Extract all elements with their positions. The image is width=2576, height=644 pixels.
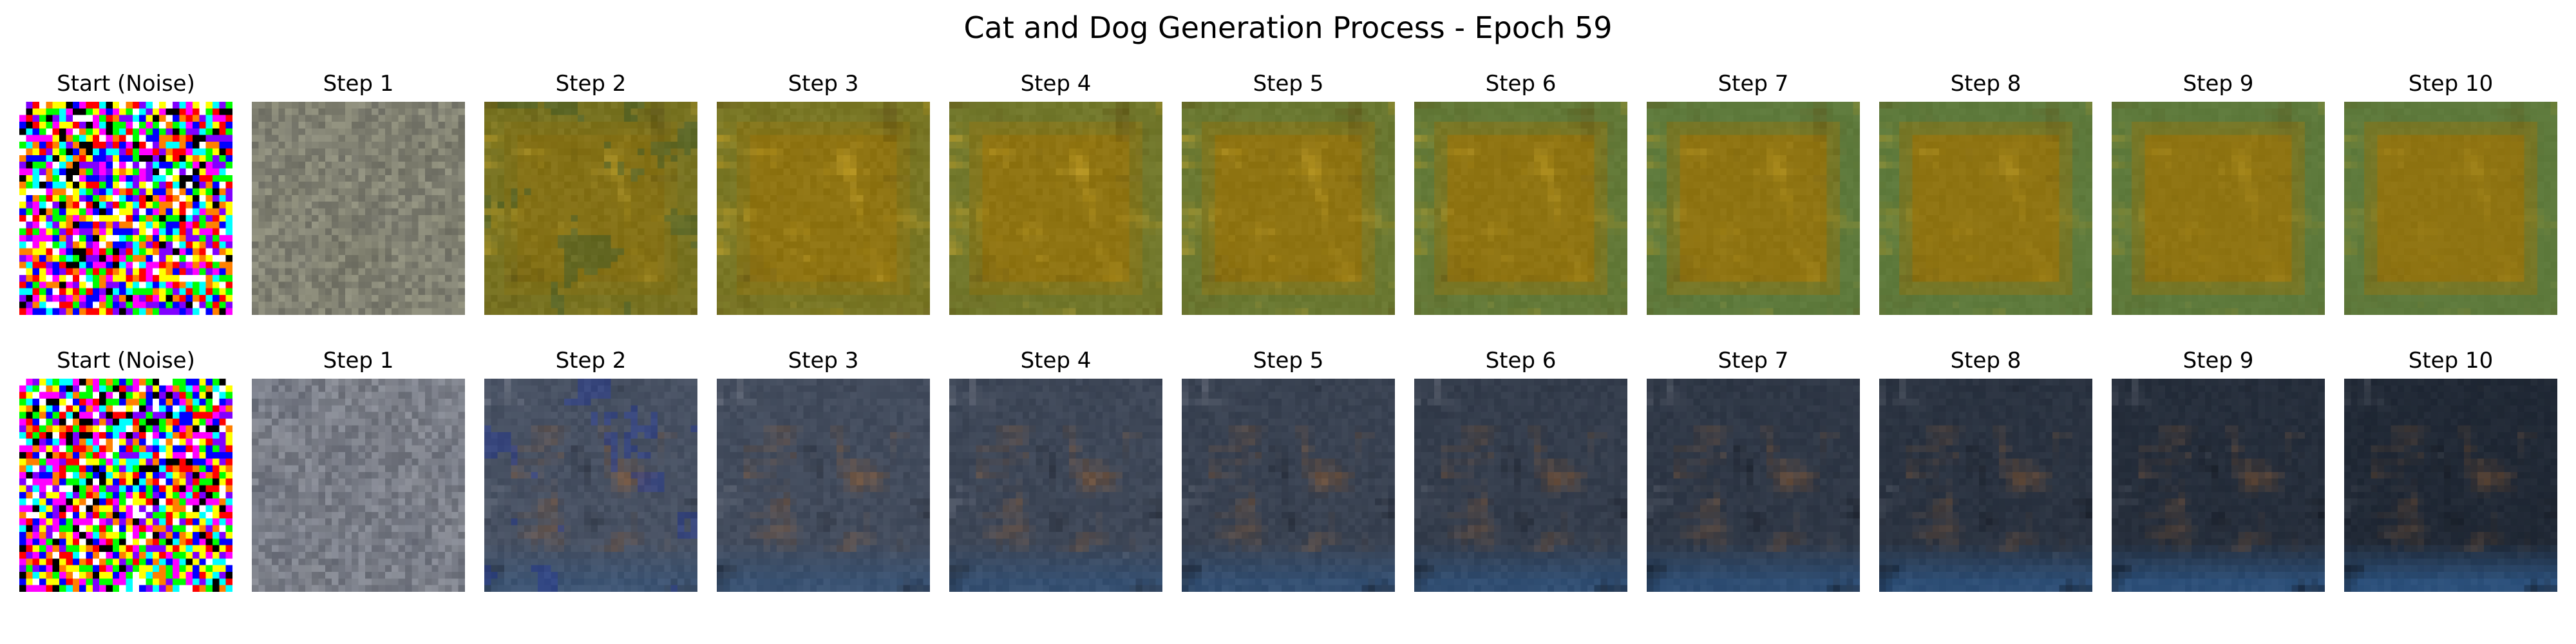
generated-image — [1182, 379, 1395, 592]
generated-image — [717, 102, 930, 315]
panel-step-9: Step 9 — [2112, 70, 2325, 327]
generated-image — [252, 102, 465, 315]
panel-step-3: Step 3 — [717, 346, 930, 604]
panel-step-1: Step 1 — [252, 346, 465, 604]
generated-image — [949, 379, 1162, 592]
panel-title: Step 1 — [323, 71, 394, 97]
panel-title: Step 3 — [788, 71, 859, 97]
panel-title: Step 4 — [1020, 71, 1092, 97]
panel-title: Step 7 — [1718, 71, 1789, 97]
panel-title: Step 6 — [1485, 348, 1557, 374]
panel-step-3: Step 3 — [717, 70, 930, 327]
panel-title: Step 9 — [2183, 71, 2254, 97]
panel-step-4: Step 4 — [949, 70, 1162, 327]
generated-image — [484, 102, 697, 315]
panel-step-10: Step 10 — [2344, 70, 2557, 327]
panel-title: Step 2 — [555, 348, 627, 374]
panel-step-6: Step 6 — [1414, 346, 1627, 604]
panel-title: Step 4 — [1020, 348, 1092, 374]
row-cat-sample: Start (Noise) Step 1 Step 2 Step 3 Step … — [0, 70, 2576, 327]
panel-title: Step 6 — [1485, 71, 1557, 97]
noise-image — [19, 102, 232, 315]
panel-step-4: Step 4 — [949, 346, 1162, 604]
generated-image — [2344, 102, 2557, 315]
panel-step-7: Step 7 — [1647, 70, 1860, 327]
panel-title: Step 5 — [1253, 348, 1324, 374]
panel-step-8: Step 8 — [1879, 346, 2092, 604]
row-dog-sample: Start (Noise) Step 1 Step 2 Step 3 Step … — [0, 346, 2576, 604]
panel-title: Step 5 — [1253, 71, 1324, 97]
panel-step-10: Step 10 — [2344, 346, 2557, 604]
panel-title: Step 10 — [2408, 348, 2494, 374]
panel-step-6: Step 6 — [1414, 70, 1627, 327]
panel-step-1: Step 1 — [252, 70, 465, 327]
panel-start-noise: Start (Noise) — [19, 70, 232, 327]
panel-step-2: Step 2 — [484, 346, 697, 604]
figure-title: Cat and Dog Generation Process - Epoch 5… — [963, 10, 1613, 45]
generated-image — [2344, 379, 2557, 592]
generated-image — [1879, 102, 2092, 315]
panel-title: Start (Noise) — [57, 348, 195, 374]
generated-image — [1647, 102, 1860, 315]
generated-image — [1647, 379, 1860, 592]
panel-title: Step 2 — [555, 71, 627, 97]
generated-image — [1182, 102, 1395, 315]
generated-image — [2112, 102, 2325, 315]
generated-image — [2112, 379, 2325, 592]
panel-step-8: Step 8 — [1879, 70, 2092, 327]
panel-title: Step 10 — [2408, 71, 2494, 97]
panel-title: Step 8 — [1950, 71, 2022, 97]
generated-image — [1879, 379, 2092, 592]
panel-title: Step 9 — [2183, 348, 2254, 374]
generated-image — [949, 102, 1162, 315]
generated-image — [717, 379, 930, 592]
panel-step-5: Step 5 — [1182, 346, 1395, 604]
generated-image — [1414, 102, 1627, 315]
generated-image — [1414, 379, 1627, 592]
panel-title: Start (Noise) — [57, 71, 195, 97]
panel-step-7: Step 7 — [1647, 346, 1860, 604]
panel-step-2: Step 2 — [484, 70, 697, 327]
generated-image — [484, 379, 697, 592]
panel-title: Step 8 — [1950, 348, 2022, 374]
panel-title: Step 1 — [323, 348, 394, 374]
generated-image — [252, 379, 465, 592]
noise-image — [19, 379, 232, 592]
panel-step-5: Step 5 — [1182, 70, 1395, 327]
panel-step-9: Step 9 — [2112, 346, 2325, 604]
panel-title: Step 3 — [788, 348, 859, 374]
panel-title: Step 7 — [1718, 348, 1789, 374]
panel-start-noise: Start (Noise) — [19, 346, 232, 604]
